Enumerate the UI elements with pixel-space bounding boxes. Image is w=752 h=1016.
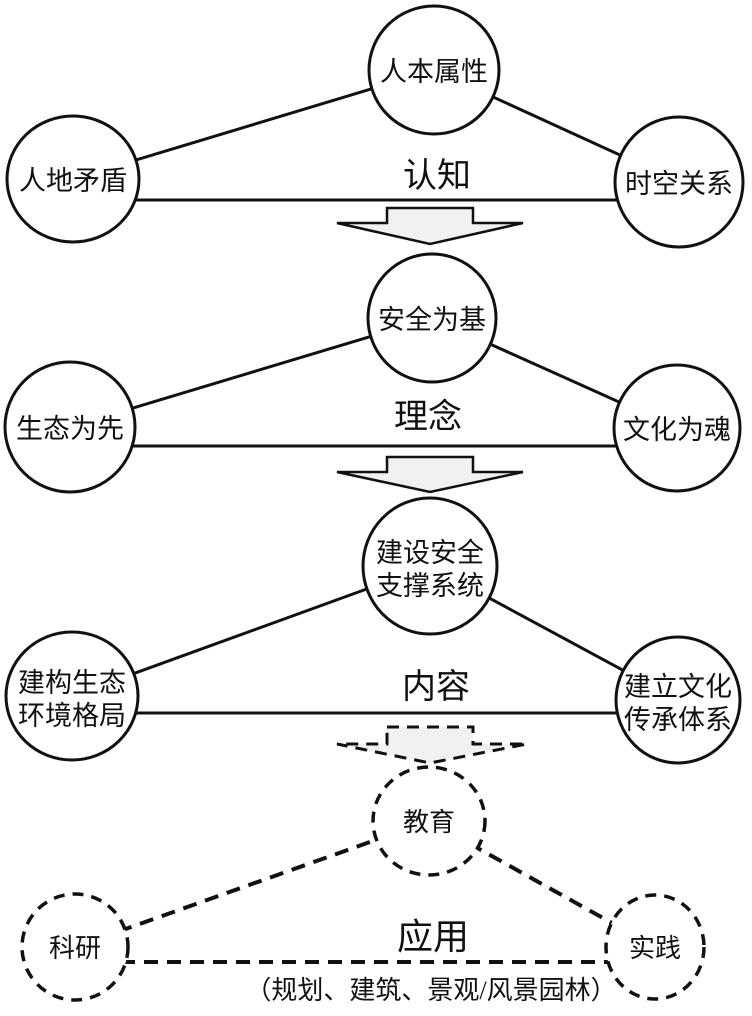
node-human-land-contradiction xyxy=(5,114,141,244)
node-human-land-contradiction-label: 人地矛盾 xyxy=(19,166,127,196)
node-humanistic-attribute xyxy=(367,4,501,136)
node-establish-culture-inheritance-line2: 传承体系 xyxy=(624,705,732,735)
connector-research-to-education xyxy=(74,819,430,949)
node-establish-culture-inheritance-line1: 建立文化 xyxy=(624,672,732,702)
node-establish-culture-inheritance xyxy=(614,635,742,765)
node-spatiotemporal-relation-label: 时空关系 xyxy=(625,169,733,199)
tier-label-application: 应用 xyxy=(397,917,469,957)
node-culture-as-soul-label: 文化为魂 xyxy=(623,415,731,445)
node-construct-ecological-pattern-line2: 环境格局 xyxy=(18,701,126,731)
application-caption: （规划、建筑、景观/风景园林） xyxy=(245,976,616,1005)
tier-label-concept: 理念 xyxy=(394,398,462,436)
node-build-safety-support-system xyxy=(361,496,499,636)
down-arrow-2 xyxy=(336,455,524,494)
node-humanistic-attribute-label: 人本属性 xyxy=(380,57,488,87)
node-education xyxy=(371,765,487,877)
node-ecology-first-label: 生态为先 xyxy=(16,414,124,444)
node-safety-as-base-label: 安全为基 xyxy=(378,305,486,335)
node-ecology-first xyxy=(3,360,137,494)
node-safety-as-base xyxy=(366,252,498,384)
node-spatiotemporal-relation xyxy=(613,115,745,249)
down-arrow-1 xyxy=(336,206,524,246)
node-education-label: 教育 xyxy=(403,808,455,837)
tier-cognition: 人本属性 人地矛盾 时空关系 认知 xyxy=(5,4,745,249)
tier-label-content: 内容 xyxy=(402,668,470,706)
tier-content: 建设安全 支撑系统 建构生态 环境格局 建立文化 传承体系 内容 xyxy=(4,496,742,765)
node-research-label: 科研 xyxy=(49,934,101,963)
node-culture-as-soul xyxy=(612,363,742,493)
node-build-safety-support-system-line2: 支撑系统 xyxy=(376,571,484,601)
node-construct-ecological-pattern-line1: 建构生态 xyxy=(18,668,126,698)
tier-application: 教育 科研 实践 应用 （规划、建筑、景观/风景园林） xyxy=(20,765,706,1005)
tier-label-cognition: 认知 xyxy=(403,157,471,195)
node-research xyxy=(20,892,130,1002)
down-arrow-dashed xyxy=(336,725,528,765)
tier-concept: 安全为基 生态为先 文化为魂 理念 xyxy=(3,252,742,494)
node-construct-ecological-pattern xyxy=(4,630,140,762)
node-practice xyxy=(604,893,706,1001)
node-practice-label: 实践 xyxy=(629,934,681,963)
node-build-safety-support-system-line1: 建设安全 xyxy=(376,538,484,568)
